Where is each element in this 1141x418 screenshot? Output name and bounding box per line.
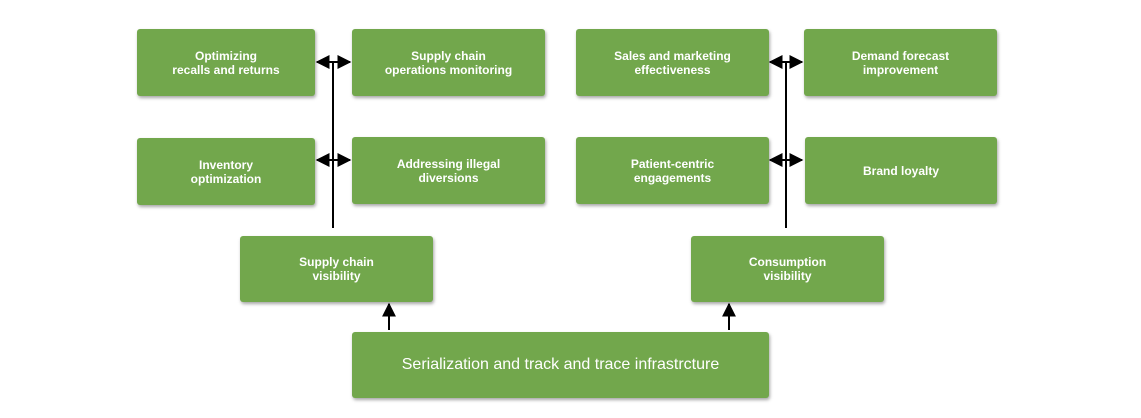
box-label: Patient-centric engagements (630, 156, 715, 185)
box-supply-chain-visibility: Supply chain visibility (240, 236, 433, 302)
box-label: Sales and marketing effectiveness (614, 48, 731, 77)
box-optimizing-recalls: Optimizing recalls and returns (137, 29, 315, 96)
box-label: Consumption visibility (748, 255, 827, 283)
box-label: Inventory optimization (190, 157, 262, 186)
box-patient-centric-engagements: Patient-centric engagements (576, 137, 769, 204)
box-label: Brand loyalty (862, 163, 940, 178)
box-label: Supply chain visibility (299, 255, 374, 283)
box-serialization-infrastructure: Serialization and track and trace infras… (352, 332, 769, 398)
box-demand-forecast-improvement: Demand forecast improvement (804, 29, 997, 96)
box-inventory-optimization: Inventory optimization (137, 138, 315, 205)
box-brand-loyalty: Brand loyalty (805, 137, 997, 204)
box-label: Optimizing recalls and returns (172, 48, 280, 77)
box-label: Demand forecast improvement (851, 48, 950, 77)
box-addressing-illegal-diversions: Addressing illegal diversions (352, 137, 545, 204)
box-label: Addressing illegal diversions (396, 156, 501, 185)
box-label: Serialization and track and trace infras… (401, 356, 720, 373)
box-consumption-visibility: Consumption visibility (691, 236, 884, 302)
box-label: Supply chain operations monitoring (384, 48, 513, 77)
box-sales-marketing-effectiveness: Sales and marketing effectiveness (576, 29, 769, 96)
box-supply-chain-operations-monitoring: Supply chain operations monitoring (352, 29, 545, 96)
